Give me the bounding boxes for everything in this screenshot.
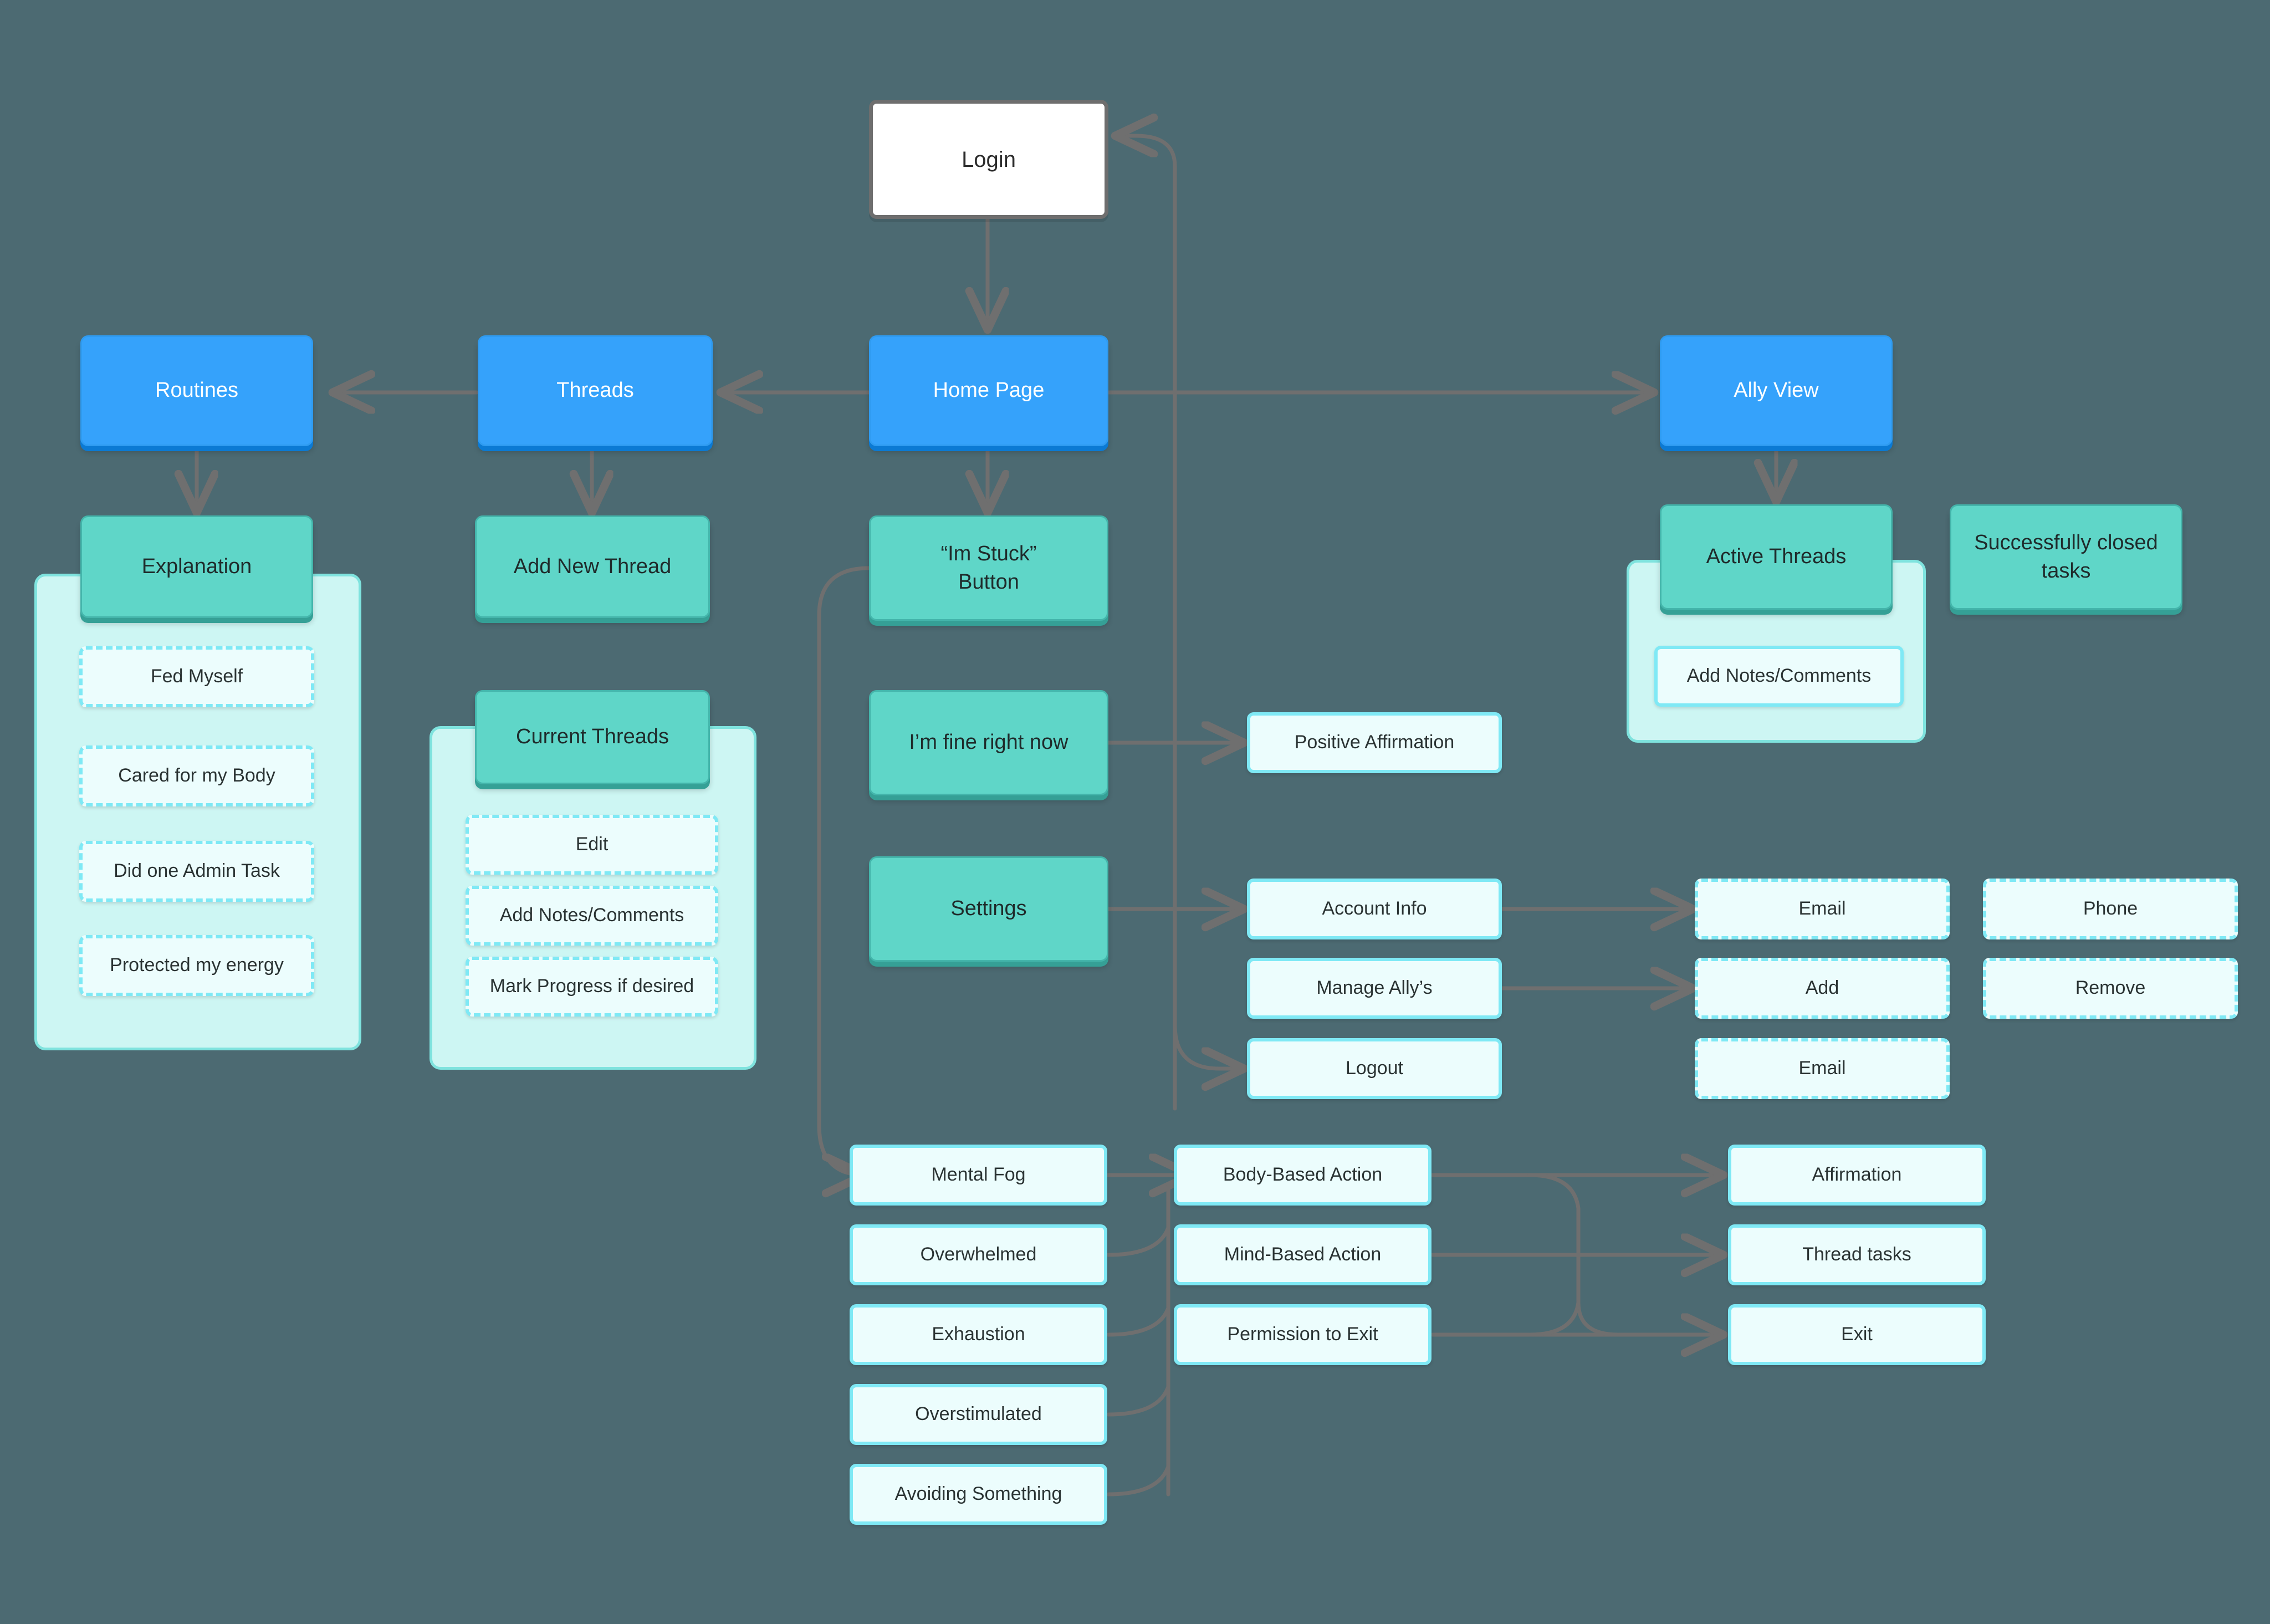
node-account-info-label: Account Info: [1322, 898, 1427, 920]
node-logout-label: Logout: [1346, 1058, 1403, 1079]
feeling-4[interactable]: Avoiding Something: [850, 1464, 1107, 1525]
node-successfully-closed-tasks-label: Successfully closed tasks: [1974, 530, 2158, 583]
node-im-fine-right-now-label: I’m fine right now: [909, 731, 1068, 754]
node-manage-allys[interactable]: Manage Ally’s: [1247, 958, 1502, 1019]
feeling-1[interactable]: Overwhelmed: [850, 1224, 1107, 1285]
node-ally-add-label: Add: [1805, 977, 1839, 999]
action-0-label: Body-Based Action: [1223, 1164, 1383, 1186]
thread-item-0-label: Edit: [575, 834, 609, 855]
thread-item-1[interactable]: Add Notes/Comments: [466, 886, 718, 946]
node-ally-view[interactable]: Ally View: [1660, 335, 1893, 446]
node-threads-label: Threads: [556, 379, 634, 402]
node-account-email[interactable]: Email: [1695, 879, 1950, 939]
feeling-0-label: Mental Fog: [931, 1164, 1026, 1186]
node-successfully-closed-tasks[interactable]: Successfully closed tasks: [1950, 504, 2182, 610]
node-positive-affirmation-label: Positive Affirmation: [1294, 732, 1455, 753]
routines-item-0-label: Fed Myself: [150, 666, 243, 687]
node-explanation-label: Explanation: [141, 554, 252, 578]
node-logout-email-label: Email: [1798, 1058, 1846, 1079]
node-active-threads-label: Active Threads: [1706, 545, 1847, 569]
node-home-page[interactable]: Home Page: [869, 335, 1108, 446]
node-add-new-thread[interactable]: Add New Thread: [475, 515, 710, 618]
node-settings[interactable]: Settings: [869, 856, 1108, 962]
outcome-0-label: Affirmation: [1812, 1164, 1902, 1186]
node-positive-affirmation[interactable]: Positive Affirmation: [1247, 712, 1502, 773]
node-home-page-label: Home Page: [933, 379, 1045, 402]
node-ally-add-notes-label: Add Notes/Comments: [1686, 665, 1872, 687]
outcome-2-label: Exit: [1841, 1324, 1873, 1345]
feeling-1-label: Overwhelmed: [920, 1244, 1037, 1265]
outcome-2[interactable]: Exit: [1728, 1304, 1986, 1365]
node-ally-add[interactable]: Add: [1695, 958, 1950, 1019]
node-active-threads[interactable]: Active Threads: [1660, 504, 1893, 610]
routines-item-1-label: Cared for my Body: [118, 765, 275, 787]
feeling-0[interactable]: Mental Fog: [850, 1145, 1107, 1206]
node-account-email-label: Email: [1798, 898, 1846, 920]
node-login[interactable]: Login: [869, 100, 1108, 219]
action-2-label: Permission to Exit: [1227, 1324, 1378, 1345]
node-ally-remove-label: Remove: [2075, 977, 2146, 999]
node-threads[interactable]: Threads: [478, 335, 713, 446]
thread-item-1-label: Add Notes/Comments: [499, 905, 684, 926]
node-current-threads[interactable]: Current Threads: [475, 690, 710, 784]
node-im-stuck-button-label: “Im Stuck” Button: [940, 542, 1037, 594]
node-account-phone-label: Phone: [2083, 898, 2138, 920]
node-settings-label: Settings: [950, 897, 1027, 921]
routines-item-2[interactable]: Did one Admin Task: [79, 841, 314, 902]
node-add-new-thread-label: Add New Thread: [513, 554, 672, 578]
node-login-label: Login: [962, 147, 1016, 172]
node-routines[interactable]: Routines: [80, 335, 313, 446]
thread-item-0[interactable]: Edit: [466, 815, 718, 875]
node-ally-remove[interactable]: Remove: [1983, 958, 2238, 1019]
node-logout-email[interactable]: Email: [1695, 1038, 1950, 1099]
node-logout[interactable]: Logout: [1247, 1038, 1502, 1099]
feeling-2-label: Exhaustion: [932, 1324, 1025, 1345]
action-1[interactable]: Mind-Based Action: [1174, 1224, 1431, 1285]
action-1-label: Mind-Based Action: [1224, 1244, 1382, 1265]
node-im-fine-right-now[interactable]: I’m fine right now: [869, 690, 1108, 795]
node-routines-label: Routines: [155, 379, 238, 402]
node-account-info[interactable]: Account Info: [1247, 879, 1502, 939]
feeling-2[interactable]: Exhaustion: [850, 1304, 1107, 1365]
thread-item-2-label: Mark Progress if desired: [489, 976, 694, 997]
node-account-phone[interactable]: Phone: [1983, 879, 2238, 939]
node-explanation[interactable]: Explanation: [80, 515, 313, 618]
action-0[interactable]: Body-Based Action: [1174, 1145, 1431, 1206]
action-2[interactable]: Permission to Exit: [1174, 1304, 1431, 1365]
routines-item-3-label: Protected my energy: [110, 954, 284, 976]
feeling-3[interactable]: Overstimulated: [850, 1384, 1107, 1445]
outcome-1-label: Thread tasks: [1802, 1244, 1911, 1265]
routines-item-3[interactable]: Protected my energy: [79, 935, 314, 996]
outcome-0[interactable]: Affirmation: [1728, 1145, 1986, 1206]
node-im-stuck-button[interactable]: “Im Stuck” Button: [869, 515, 1108, 621]
node-ally-view-label: Ally View: [1734, 379, 1819, 402]
feeling-4-label: Avoiding Something: [894, 1483, 1062, 1505]
feeling-3-label: Overstimulated: [915, 1403, 1042, 1425]
routines-item-2-label: Did one Admin Task: [114, 860, 280, 882]
outcome-1[interactable]: Thread tasks: [1728, 1224, 1986, 1285]
node-current-threads-label: Current Threads: [516, 725, 669, 749]
node-manage-allys-label: Manage Ally’s: [1316, 977, 1433, 999]
routines-item-1[interactable]: Cared for my Body: [79, 745, 314, 806]
routines-item-0[interactable]: Fed Myself: [79, 646, 314, 707]
thread-item-2[interactable]: Mark Progress if desired: [466, 957, 718, 1017]
node-ally-add-notes[interactable]: Add Notes/Comments: [1654, 646, 1904, 707]
